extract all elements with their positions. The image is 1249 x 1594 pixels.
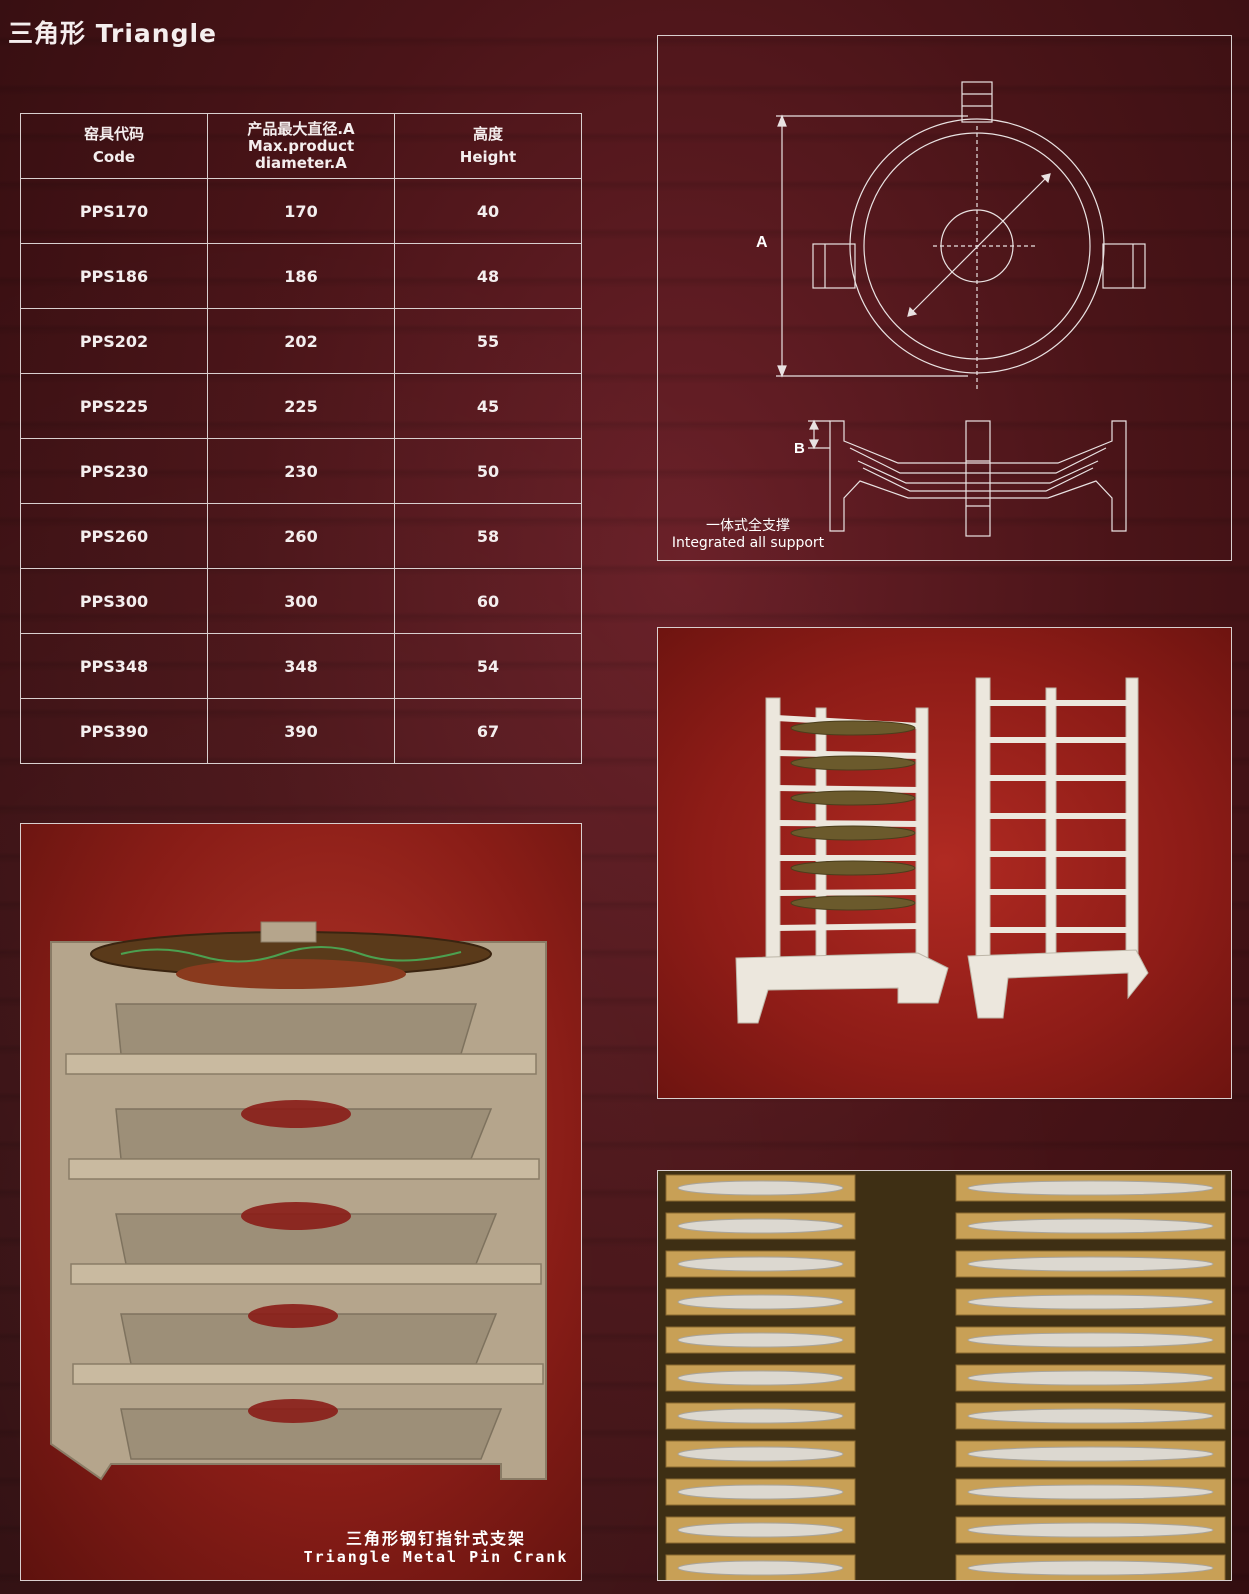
header-height-zh: 高度 — [472, 125, 503, 143]
kiln-plate — [677, 1522, 844, 1538]
kiln-plate — [967, 1560, 1214, 1576]
header-code-zh: 窑具代码 — [83, 125, 144, 143]
table-row: PPS170 170 40 — [20, 178, 582, 244]
cell-code: PPS225 — [20, 373, 208, 439]
cell-code: PPS230 — [20, 438, 208, 504]
cell-code: PPS300 — [20, 568, 208, 634]
table-row: PPS186 186 48 — [20, 243, 582, 309]
photo-stacked-setters: 三角形钢钉指针式支架 Triangle Metal Pin Crank — [20, 823, 582, 1581]
table-row: PPS260 260 58 — [20, 503, 582, 569]
kiln-plate — [967, 1180, 1214, 1196]
cell-code: PPS260 — [20, 503, 208, 569]
page-title: 三角形 Triangle — [8, 19, 217, 48]
kiln-plate — [967, 1332, 1214, 1348]
cell-height: 50 — [394, 438, 582, 504]
cell-code: PPS390 — [20, 698, 208, 764]
table-row: PPS230 230 50 — [20, 438, 582, 504]
right-tab — [1102, 243, 1146, 289]
cell-height: 60 — [394, 568, 582, 634]
table-row: PPS390 390 67 — [20, 698, 582, 764]
header-height-en: Height — [459, 148, 517, 166]
photo-white-racks — [657, 627, 1232, 1099]
kiln-plate — [677, 1218, 844, 1234]
kiln-plate — [967, 1446, 1214, 1462]
header-code: 窑具代码 Code — [20, 113, 208, 179]
kiln-plate — [677, 1332, 844, 1348]
photo-caption: 三角形钢钉指针式支架 Triangle Metal Pin Crank — [291, 1529, 581, 1567]
kiln-plate — [677, 1446, 844, 1462]
kiln-plate — [677, 1370, 844, 1386]
cell-diameter: 390 — [207, 698, 395, 764]
table-row: PPS202 202 55 — [20, 308, 582, 374]
cell-height: 45 — [394, 373, 582, 439]
header-height: 高度 Height — [394, 113, 582, 179]
kiln-plate — [677, 1408, 844, 1424]
cell-code: PPS170 — [20, 178, 208, 244]
kiln-plate — [967, 1294, 1214, 1310]
cell-diameter: 202 — [207, 308, 395, 374]
drawing-caption-en: Integrated all support — [671, 535, 825, 551]
cell-diameter: 170 — [207, 178, 395, 244]
kiln-plate — [677, 1256, 844, 1272]
header-diameter-en: Max.product diameter.A — [247, 136, 355, 172]
cell-height: 58 — [394, 503, 582, 569]
cell-diameter: 230 — [207, 438, 395, 504]
stacked-setters-illustration — [50, 921, 547, 1481]
technical-drawing: A B — [756, 81, 1146, 537]
left-tab — [812, 243, 856, 289]
drawing-caption-zh: 一体式全支撑 — [706, 518, 790, 534]
kiln-plate — [967, 1370, 1214, 1386]
cell-code: PPS186 — [20, 243, 208, 309]
kiln-plate — [967, 1522, 1214, 1538]
cell-diameter: 186 — [207, 243, 395, 309]
kiln-plate — [967, 1484, 1214, 1500]
cell-height: 55 — [394, 308, 582, 374]
photo-kiln-stacks — [657, 1170, 1232, 1581]
kiln-plate — [967, 1218, 1214, 1234]
kiln-plate — [677, 1180, 844, 1196]
cell-height: 67 — [394, 698, 582, 764]
white-racks-illustration — [735, 677, 1149, 1024]
dimension-label-b: B — [794, 440, 805, 457]
side-view-post — [965, 420, 991, 537]
table-row: PPS225 225 45 — [20, 373, 582, 439]
photo-caption-en: Triangle Metal Pin Crank — [303, 1548, 569, 1566]
cell-height: 54 — [394, 633, 582, 699]
drawing-caption: 一体式全支撑 Integrated all support — [664, 518, 832, 552]
table-row: PPS348 348 54 — [20, 633, 582, 699]
technical-drawing-panel: A B 一体式全支撑 Integrated all support — [657, 35, 1232, 561]
cell-diameter: 300 — [207, 568, 395, 634]
cell-diameter: 260 — [207, 503, 395, 569]
table-row: PPS300 300 60 — [20, 568, 582, 634]
table-header-row: 窑具代码 Code 产品最大直径.A Max.product diameter.… — [20, 113, 582, 179]
kiln-plate — [967, 1408, 1214, 1424]
kiln-stacks-illustration — [658, 1171, 1231, 1580]
kiln-plate — [677, 1484, 844, 1500]
header-diameter-zh: 产品最大直径.A — [247, 119, 355, 138]
top-tab — [961, 81, 993, 123]
cell-height: 48 — [394, 243, 582, 309]
cell-diameter: 348 — [207, 633, 395, 699]
cell-code: PPS202 — [20, 308, 208, 374]
kiln-plate — [967, 1256, 1214, 1272]
header-diameter: 产品最大直径.A Max.product diameter.A — [207, 113, 395, 179]
spec-table: 窑具代码 Code 产品最大直径.A Max.product diameter.… — [20, 113, 582, 764]
side-view-outline — [829, 420, 1127, 532]
dimension-label-a: A — [756, 234, 768, 251]
cell-diameter: 225 — [207, 373, 395, 439]
kiln-plate — [677, 1294, 844, 1310]
photo-caption-zh: 三角形钢钉指针式支架 — [345, 1529, 526, 1548]
cell-code: PPS348 — [20, 633, 208, 699]
header-code-en: Code — [92, 148, 136, 166]
kiln-plate — [677, 1560, 844, 1576]
cell-height: 40 — [394, 178, 582, 244]
